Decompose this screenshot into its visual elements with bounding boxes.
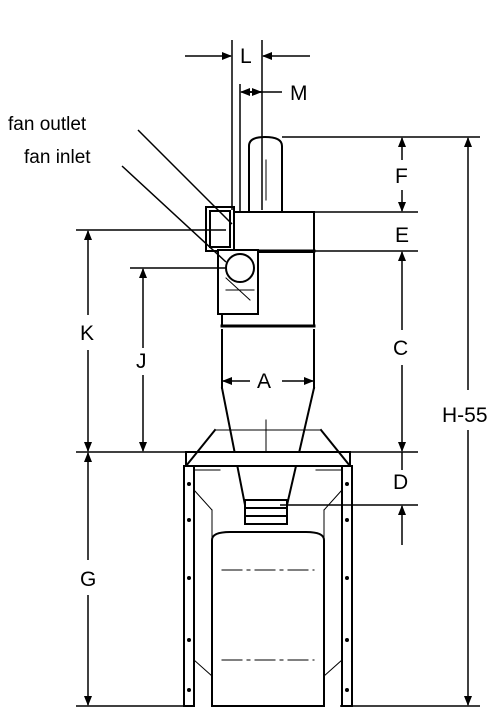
dimension-label-C: C bbox=[393, 337, 408, 360]
motor-cap bbox=[248, 135, 283, 213]
dimension-G bbox=[76, 452, 190, 707]
fan-outlet-duct bbox=[205, 206, 235, 252]
dimension-label-F: F bbox=[395, 165, 408, 188]
collection-drum bbox=[211, 531, 325, 707]
fan-housing bbox=[224, 211, 315, 253]
dimension-J bbox=[130, 267, 226, 452]
fan-inlet-leader bbox=[121, 165, 227, 263]
dimension-F bbox=[282, 136, 480, 213]
fan-inlet-label: fan inlet bbox=[24, 147, 91, 168]
dimension-label-M: M bbox=[290, 82, 308, 105]
cyclone-cone bbox=[220, 329, 316, 507]
dimension-K bbox=[76, 229, 226, 452]
dimension-H bbox=[340, 137, 480, 707]
dimension-L bbox=[185, 40, 310, 210]
dimension-label-G: G bbox=[80, 568, 96, 591]
dimension-label-K: K bbox=[80, 322, 94, 345]
dimension-label-A: A bbox=[257, 370, 271, 393]
dimension-label-J: J bbox=[136, 350, 147, 373]
dimension-label-E: E bbox=[395, 224, 409, 247]
dimension-D bbox=[280, 452, 418, 545]
stand-top-frame bbox=[184, 428, 352, 471]
drum-flange bbox=[244, 499, 288, 525]
fan-outlet-leader bbox=[137, 129, 233, 225]
dimension-label-H: H-55 bbox=[442, 404, 488, 427]
dimension-M bbox=[239, 84, 282, 212]
dimension-label-D: D bbox=[393, 471, 408, 494]
dimension-label-L: L bbox=[240, 45, 252, 68]
fan-outlet-label: fan outlet bbox=[8, 114, 87, 135]
